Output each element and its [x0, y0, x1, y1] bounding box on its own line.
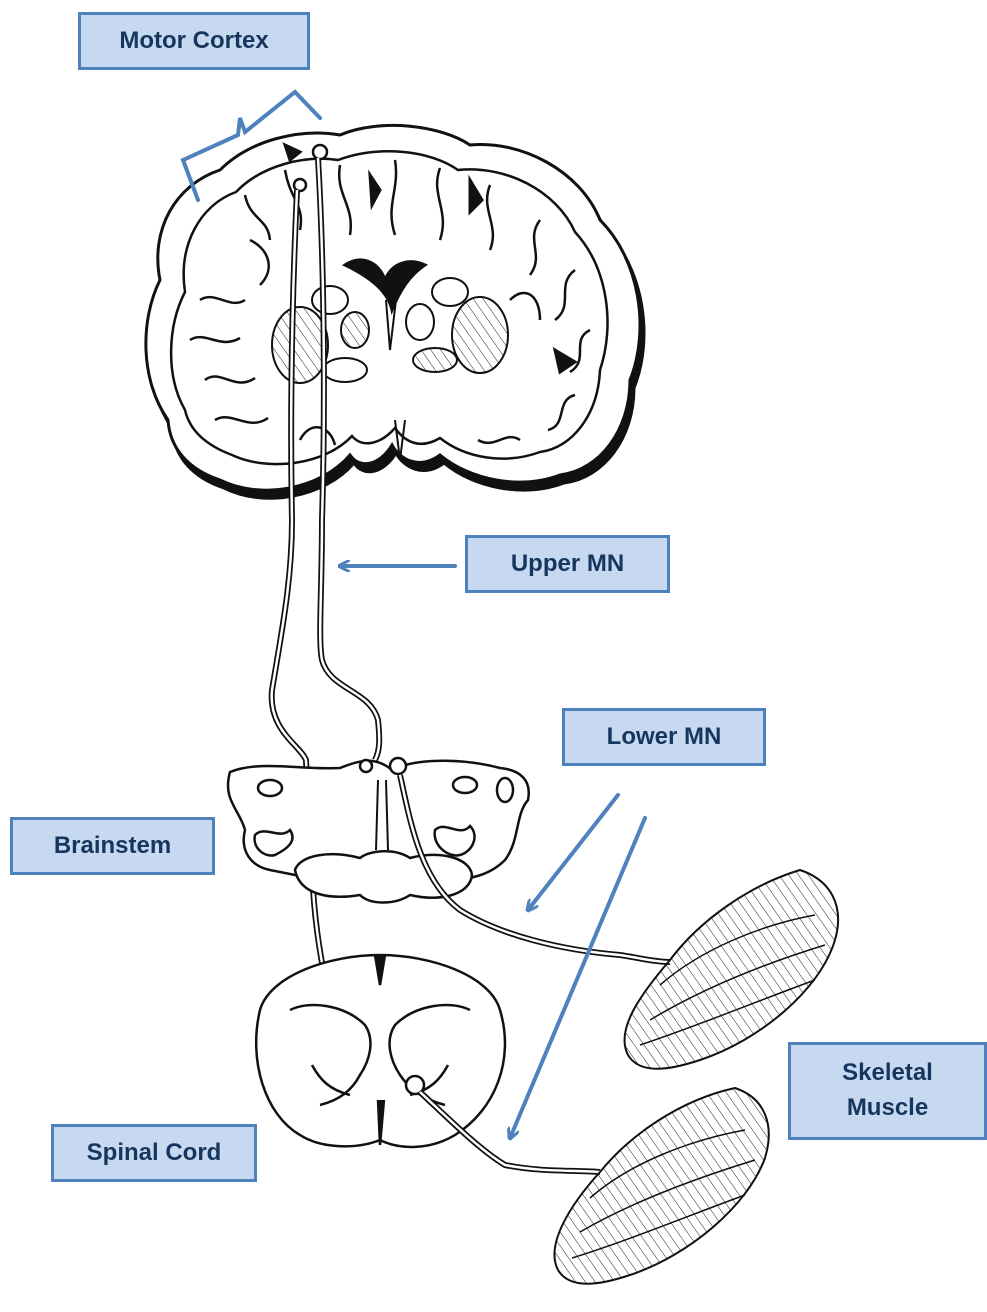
skeletal-muscle-1 [624, 870, 838, 1069]
lower-mn-text: Lower MN [607, 720, 722, 755]
brainstem-text: Brainstem [54, 829, 171, 864]
skeletal-muscle-2 [554, 1088, 768, 1284]
spinal-cord-label: Spinal Cord [51, 1124, 257, 1182]
lower-mn-arrow-2 [510, 818, 645, 1138]
skeletal-muscle-text-line1: Skeletal [842, 1056, 933, 1091]
brain-illustration [146, 125, 644, 498]
upper-mn-label: Upper MN [465, 535, 670, 593]
brainstem-lower-mn-body [390, 758, 406, 774]
brainstem-illustration [228, 758, 529, 903]
spinal-cord-illustration [256, 955, 505, 1147]
upper-mn-cell-body-2 [294, 179, 306, 191]
motor-cortex-label: Motor Cortex [78, 12, 310, 70]
brainstem-label: Brainstem [10, 817, 215, 875]
spinal-cord-text: Spinal Cord [87, 1136, 222, 1171]
lower-mn-label: Lower MN [562, 708, 766, 766]
skeletal-muscle-label: Skeletal Muscle [788, 1042, 987, 1140]
motor-cortex-text: Motor Cortex [119, 24, 268, 59]
skeletal-muscle-text-line2: Muscle [847, 1091, 928, 1126]
upper-mn-text: Upper MN [511, 547, 624, 582]
lower-mn-arrow-1 [528, 795, 618, 910]
upper-mn-cell-body-1 [313, 145, 327, 159]
